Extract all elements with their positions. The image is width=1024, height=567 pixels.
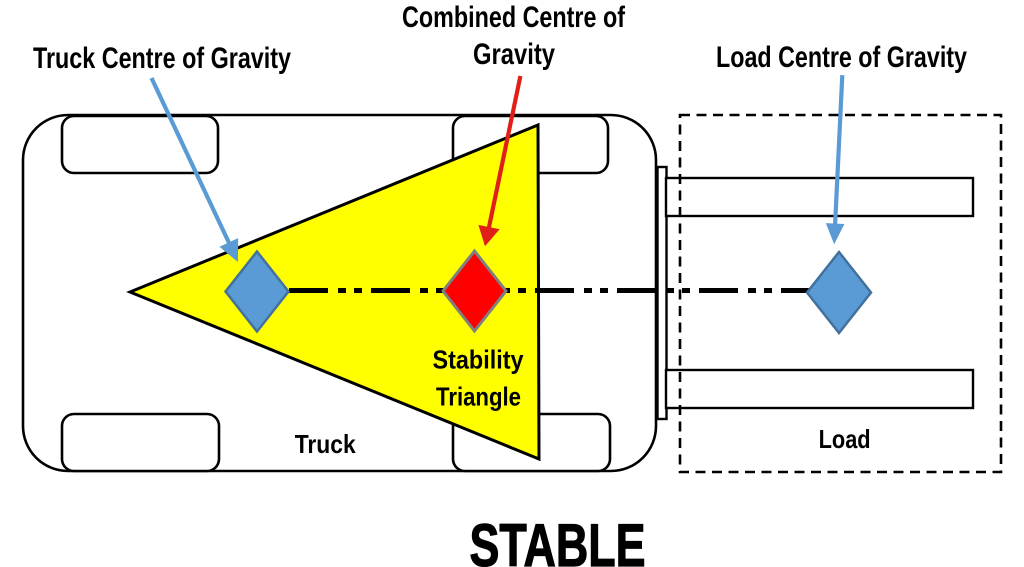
svg-text:Triangle: Triangle <box>436 381 521 411</box>
svg-text:Truck: Truck <box>295 429 356 459</box>
svg-text:Gravity: Gravity <box>473 38 555 71</box>
svg-text:Load Centre of Gravity: Load Centre of Gravity <box>716 41 967 74</box>
svg-text:STABLE: STABLE <box>470 512 646 567</box>
svg-text:Truck Centre of Gravity: Truck Centre of Gravity <box>33 42 291 75</box>
svg-text:Load: Load <box>819 424 871 454</box>
svg-text:Stability: Stability <box>433 345 524 375</box>
svg-text:Combined Centre of: Combined Centre of <box>402 1 626 34</box>
